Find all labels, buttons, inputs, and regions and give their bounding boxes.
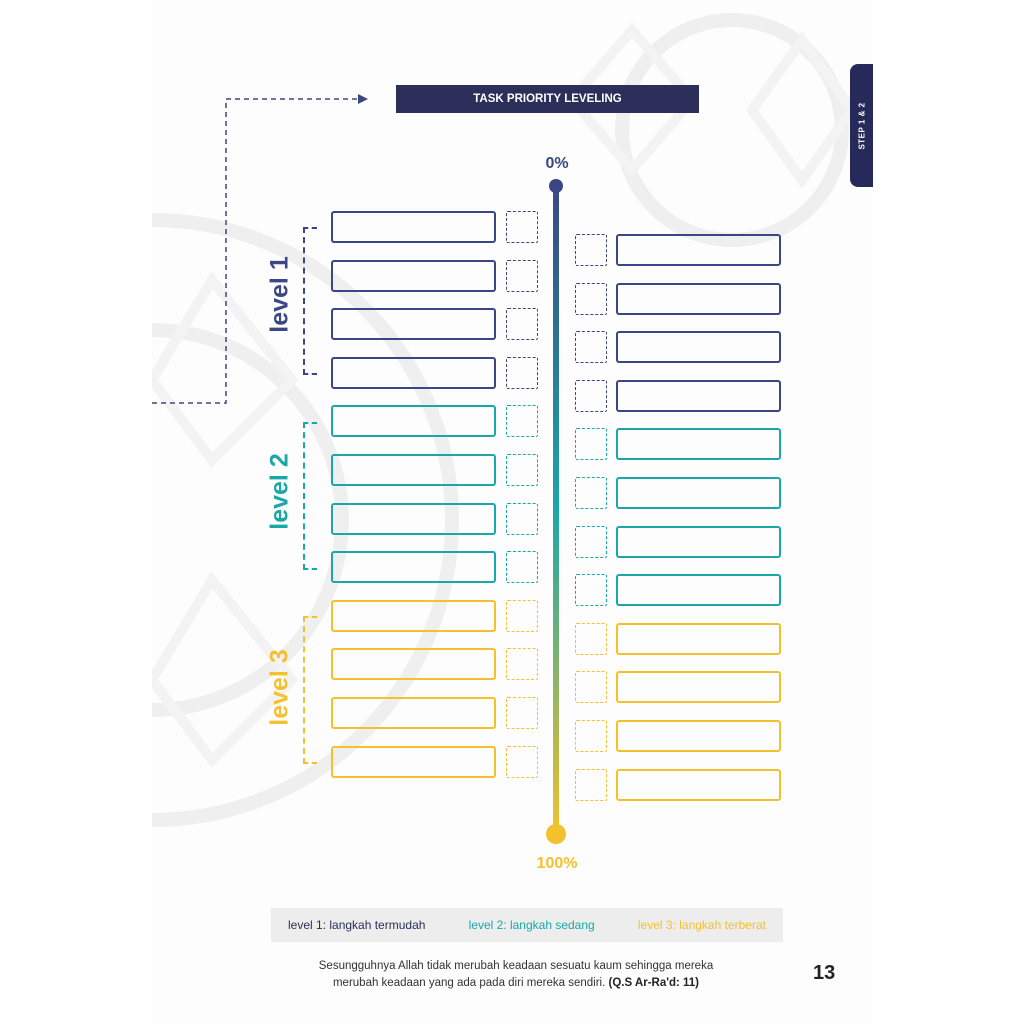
task-checkbox-left[interactable] [506, 405, 538, 437]
task-box-right[interactable] [616, 671, 781, 703]
task-checkbox-right[interactable] [575, 623, 607, 655]
task-box-right[interactable] [616, 720, 781, 752]
task-box-left[interactable] [331, 648, 496, 680]
level-2-bracket [303, 422, 317, 570]
quote: Sesungguhnya Allah tidak merubah keadaan… [290, 958, 742, 992]
task-box-left[interactable] [331, 600, 496, 632]
task-checkbox-right[interactable] [575, 380, 607, 412]
task-box-right[interactable] [616, 331, 781, 363]
level-3-label: level 3 [265, 649, 294, 726]
task-box-right[interactable] [616, 283, 781, 315]
task-checkbox-right[interactable] [575, 331, 607, 363]
task-box-left[interactable] [331, 405, 496, 437]
scale-bar [553, 186, 559, 834]
task-checkbox-left[interactable] [506, 746, 538, 778]
task-checkbox-right[interactable] [575, 769, 607, 801]
task-box-right[interactable] [616, 623, 781, 655]
page-title: TASK PRIORITY LEVELING [396, 85, 699, 113]
task-checkbox-right[interactable] [575, 671, 607, 703]
task-checkbox-right[interactable] [575, 428, 607, 460]
legend-level-3: level 3: langkah terberat [637, 918, 766, 932]
task-checkbox-left[interactable] [506, 648, 538, 680]
task-box-left[interactable] [331, 697, 496, 729]
task-box-right[interactable] [616, 769, 781, 801]
task-box-right[interactable] [616, 380, 781, 412]
task-checkbox-right[interactable] [575, 283, 607, 315]
task-box-left[interactable] [331, 503, 496, 535]
level-1-bracket [303, 227, 317, 375]
task-checkbox-right[interactable] [575, 477, 607, 509]
scale-start-dot [549, 179, 563, 193]
task-box-right[interactable] [616, 574, 781, 606]
legend: level 1: langkah termudah level 2: langk… [271, 908, 783, 942]
task-checkbox-left[interactable] [506, 503, 538, 535]
level-1-label: level 1 [265, 256, 294, 333]
scale-end-label: 100% [536, 855, 578, 872]
task-checkbox-left[interactable] [506, 600, 538, 632]
side-tab: STEP 1 & 2 [850, 64, 873, 187]
task-checkbox-left[interactable] [506, 260, 538, 292]
task-box-left[interactable] [331, 211, 496, 243]
task-checkbox-left[interactable] [506, 357, 538, 389]
level-2-label: level 2 [265, 453, 294, 530]
quote-line-1: Sesungguhnya Allah tidak merubah keadaan… [318, 960, 714, 972]
legend-level-2: level 2: langkah sedang [468, 918, 595, 932]
task-box-right[interactable] [616, 526, 781, 558]
legend-level-1: level 1: langkah termudah [288, 918, 426, 932]
task-box-right[interactable] [616, 428, 781, 460]
task-box-left[interactable] [331, 260, 496, 292]
quote-reference: (Q.S Ar-Ra'd: 11) [608, 977, 700, 989]
task-checkbox-left[interactable] [506, 308, 538, 340]
page-background [152, 0, 872, 1024]
task-box-left[interactable] [331, 551, 496, 583]
task-checkbox-left[interactable] [506, 551, 538, 583]
task-checkbox-right[interactable] [575, 234, 607, 266]
task-checkbox-left[interactable] [506, 454, 538, 486]
level-3-bracket [303, 616, 317, 764]
page-number: 13 [813, 962, 836, 984]
task-box-left[interactable] [331, 308, 496, 340]
scale-end-dot [546, 824, 566, 844]
task-checkbox-right[interactable] [575, 720, 607, 752]
task-checkbox-right[interactable] [575, 526, 607, 558]
task-checkbox-left[interactable] [506, 211, 538, 243]
task-box-left[interactable] [331, 357, 496, 389]
task-checkbox-right[interactable] [575, 574, 607, 606]
task-box-left[interactable] [331, 746, 496, 778]
mandala-watermark [152, 13, 859, 827]
scale-start-label: 0% [545, 155, 569, 172]
task-checkbox-left[interactable] [506, 697, 538, 729]
quote-line-2: merubah keadaan yang ada pada diri merek… [332, 977, 606, 989]
task-box-right[interactable] [616, 234, 781, 266]
task-box-left[interactable] [331, 454, 496, 486]
task-box-right[interactable] [616, 477, 781, 509]
